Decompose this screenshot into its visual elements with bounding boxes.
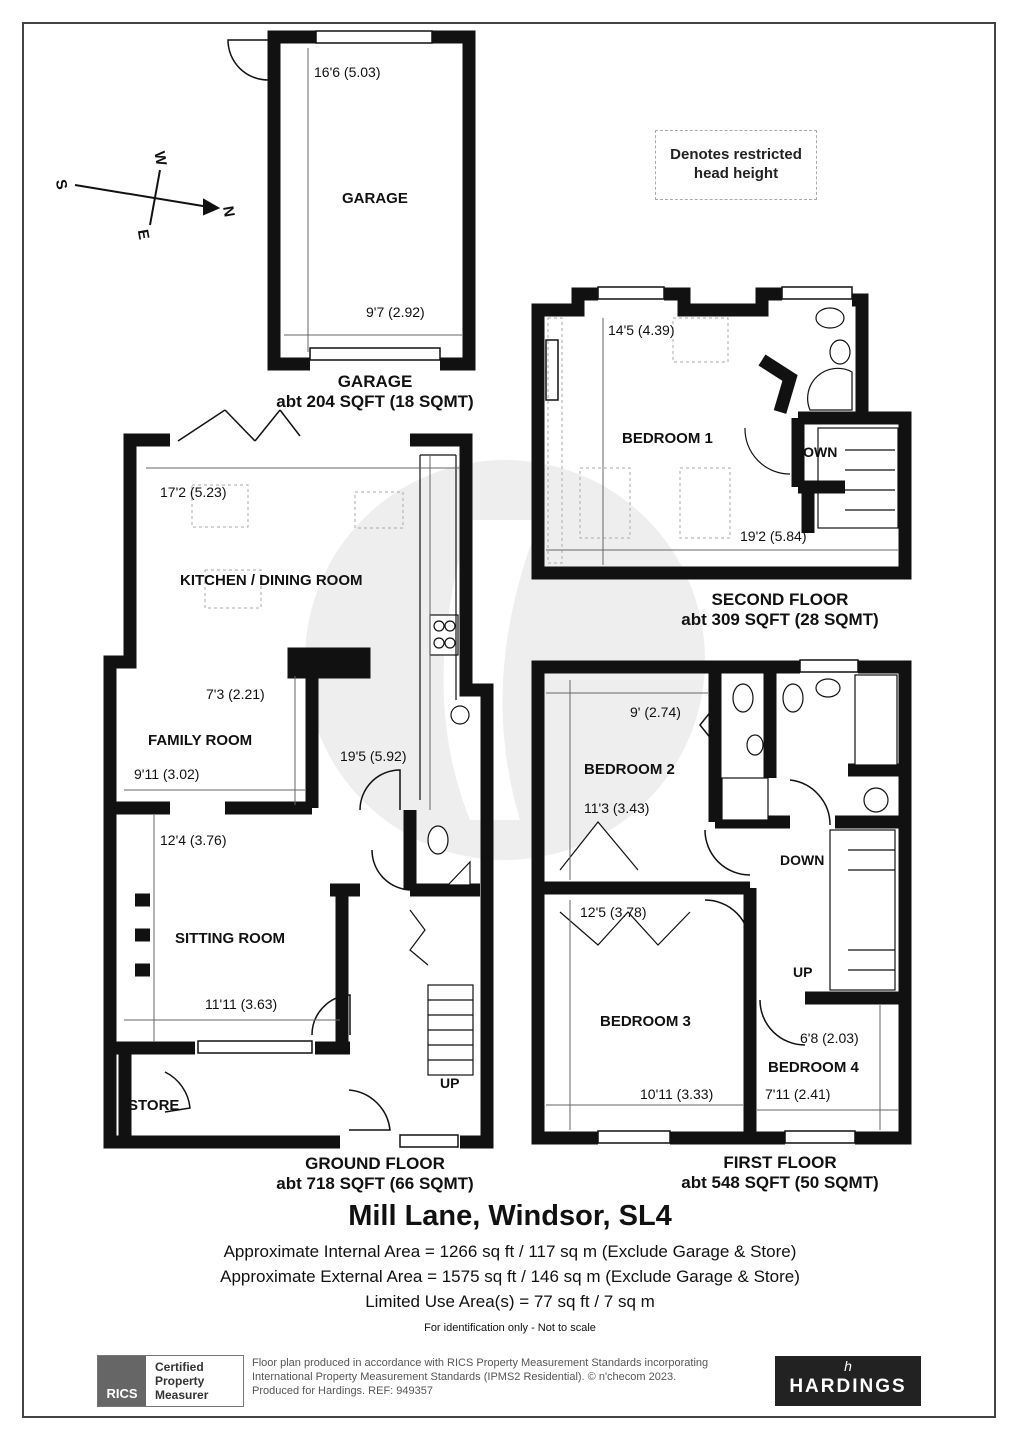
second-stairs-down-label: DOWN: [793, 444, 838, 460]
ground-floor-fixtures: [419, 454, 471, 886]
not-to-scale-note: For identification only - Not to scale: [424, 1322, 596, 1334]
ground-floor-area: abt 718 SQFT (66 SQMT): [276, 1174, 474, 1193]
bedroom-2-length-dimension: 11'3 (3.43): [584, 800, 650, 816]
first-floor-title: FIRST FLOOR abt 548 SQFT (50 SQMT): [620, 1153, 940, 1193]
bedroom-4-length-dimension: 6'8 (2.03): [800, 1030, 859, 1046]
disclaimer-line-2: International Property Measurement Stand…: [252, 1371, 677, 1383]
production-disclaimer: Floor plan produced in accordance with R…: [252, 1356, 772, 1398]
ground-floor-walls: [103, 433, 494, 1149]
hardings-mark-icon: h: [844, 1358, 852, 1374]
ground-floor-title: GROUND FLOOR abt 718 SQFT (66 SQMT): [210, 1154, 540, 1194]
second-floor-fixtures: [744, 307, 899, 529]
second-floor-area: abt 309 SQFT (28 SQMT): [681, 610, 879, 629]
bedroom-4-width-dimension: 7'11 (2.41): [765, 1086, 831, 1102]
first-floor-fixtures: [559, 674, 898, 991]
first-floor-walls: [531, 660, 912, 1145]
garage-floor-title: GARAGE abt 204 SQFT (18 SQMT): [220, 372, 530, 412]
bedroom-3-label: BEDROOM 3: [600, 1013, 691, 1030]
bedroom-1-label: BEDROOM 1: [622, 430, 713, 447]
external-area-text: Approximate External Area = 1575 sq ft /…: [220, 1267, 800, 1286]
disclaimer-line-3: Produced for Hardings. REF: 949357: [252, 1385, 433, 1397]
family-depth-dimension: 7'3 (2.21): [206, 686, 265, 702]
ground-stairs-up-label: UP: [440, 1075, 460, 1091]
second-floor-title: SECOND FLOOR abt 309 SQFT (28 SQMT): [620, 590, 940, 630]
rics-cert-line-2: Property: [155, 1374, 205, 1388]
second-floor-windows: [545, 286, 853, 401]
disclaimer-line-1: Floor plan produced in accordance with R…: [252, 1357, 709, 1369]
family-width-dimension: 9'11 (3.02): [134, 766, 200, 782]
second-dimension-lines: [546, 318, 898, 565]
bedroom-3-width-dimension: 10'11 (3.33): [640, 1086, 714, 1102]
compass-icon: [74, 169, 221, 226]
kitchen-width-dimension: 17'2 (5.23): [160, 484, 227, 500]
bedroom-3-length-dimension: 12'5 (3.78): [580, 904, 647, 920]
bedroom-2-label: BEDROOM 2: [584, 761, 675, 778]
sitting-room-label: SITTING ROOM: [175, 930, 285, 947]
rics-certified-badge: RICS Certified Property Measurer: [97, 1355, 244, 1407]
first-floor-area: abt 548 SQFT (50 SQMT): [681, 1173, 879, 1192]
garage-width-dimension: 9'7 (2.92): [366, 304, 425, 320]
ground-floor-doors: [164, 409, 413, 1131]
first-stairs-up-label: UP: [793, 964, 813, 980]
rics-logo: RICS: [98, 1356, 146, 1406]
rics-cert-line-1: Certified: [155, 1360, 204, 1374]
rics-cert-line-3: Measurer: [155, 1388, 209, 1402]
legend-line-2: head height: [693, 165, 779, 182]
ground-floor-name: GROUND FLOOR: [305, 1154, 445, 1173]
first-floor-doors: [699, 709, 831, 1046]
first-floor-windows: [597, 659, 859, 1144]
first-floor-name: FIRST FLOOR: [723, 1153, 837, 1172]
garage-walls: [267, 30, 476, 371]
internal-area-text: Approximate Internal Area = 1266 sq ft /…: [223, 1242, 797, 1261]
bedroom-1-width-dimension: 19'2 (5.84): [740, 528, 807, 544]
first-stairs-down-label: DOWN: [780, 852, 825, 868]
limited-use-area-text: Limited Use Area(s) = 77 sq ft / 7 sq m: [365, 1292, 655, 1311]
sitting-length-dimension: 12'4 (3.76): [160, 832, 227, 848]
garage-windows: [309, 30, 441, 361]
ground-restricted-areas: [191, 484, 404, 609]
garage-room-label: GARAGE: [342, 190, 408, 207]
restricted-head-height-legend: Denotes restricted head height: [655, 130, 817, 200]
compass-west-label: W: [150, 150, 170, 167]
second-restricted-areas: [547, 317, 731, 564]
page-frame: [22, 22, 996, 1418]
ground-dimension-lines: [124, 455, 460, 1042]
property-address-title: Mill Lane, Windsor, SL4: [348, 1200, 672, 1232]
ground-floor-windows: [197, 1040, 459, 1148]
bedroom-4-label: BEDROOM 4: [768, 1059, 859, 1076]
store-label: STORE: [128, 1097, 180, 1114]
family-room-label: FAMILY ROOM: [148, 732, 253, 749]
first-dimension-lines: [546, 680, 898, 1130]
kitchen-dining-label: KITCHEN / DINING ROOM: [180, 572, 363, 589]
hardings-name: HARDINGS: [789, 1376, 907, 1397]
second-floor-name: SECOND FLOOR: [711, 590, 849, 609]
bedroom-2-width-dimension: 9' (2.74): [630, 704, 681, 720]
sitting-width-dimension: 11'11 (3.63): [205, 996, 278, 1012]
garage-side-door: [227, 39, 269, 81]
kitchen-length-dimension: 19'5 (5.92): [340, 748, 407, 764]
second-floor-walls: [531, 287, 912, 580]
garage-length-dimension: 16'6 (5.03): [314, 64, 381, 80]
hardings-logo: h HARDINGS: [775, 1356, 921, 1406]
garage-dimension-lines: [284, 48, 462, 352]
ground-floor-stairs: [409, 909, 474, 1076]
garage-floor-area: abt 204 SQFT (18 SQMT): [276, 392, 474, 411]
garage-floor-name: GARAGE: [337, 372, 413, 391]
bedroom-1-depth-dimension: 14'5 (4.39): [608, 322, 675, 338]
legend-line-1: Denotes restricted: [670, 146, 802, 163]
